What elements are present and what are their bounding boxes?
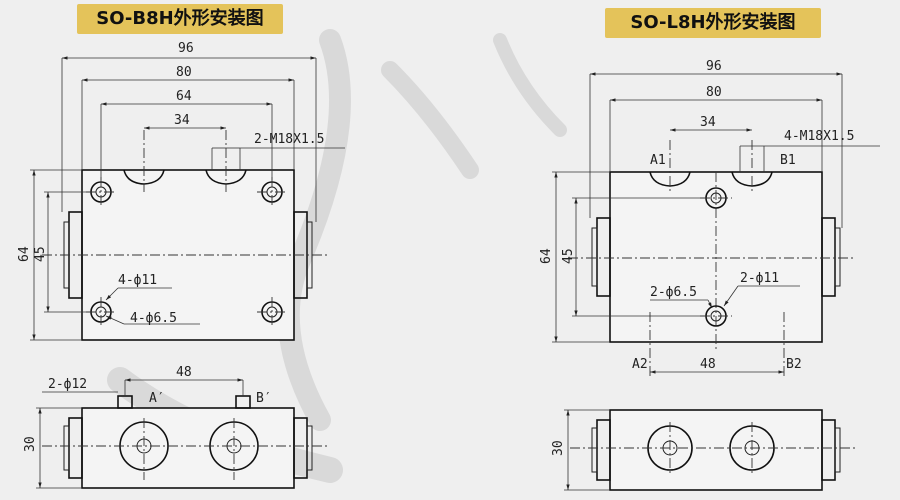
right-side-view: 30	[551, 409, 856, 491]
left-hole-small-label: 4-ф6.5	[130, 311, 177, 326]
left-side-port-a: A′	[149, 391, 165, 406]
right-dim-48: 48	[700, 357, 716, 372]
left-thread-label: 2-M18X1.5	[254, 132, 324, 147]
left-side-body	[81, 407, 295, 489]
right-dim-height-64: 64	[539, 248, 554, 264]
right-top-view: 96 80 34 4-M18X1.5 A1 B1 64 45 2-ф6.5 2-…	[539, 59, 880, 378]
right-hole-small-label: 2-ф6.5	[650, 285, 697, 300]
left-dim-height-64: 64	[17, 246, 32, 262]
right-side-body	[609, 409, 823, 491]
left-top-view: 96 80 64 34 2-M18X1.5 64 45 4-ф11	[17, 41, 345, 341]
left-dim-80: 80	[176, 65, 192, 80]
right-dim-96: 96	[706, 59, 722, 74]
left-side-view: 48 2-ф12 A′ B′ 30	[23, 365, 328, 489]
left-side-port-holes: 2-ф12	[48, 377, 87, 392]
left-dim-64: 64	[176, 89, 192, 104]
left-drawing-title: SO-B8H外形安装图	[77, 4, 283, 34]
left-side-dim-48: 48	[176, 365, 192, 380]
right-thread-label: 4-M18X1.5	[784, 129, 854, 144]
right-port-b1: B1	[780, 153, 796, 168]
right-dim-80: 80	[706, 85, 722, 100]
right-dim-34: 34	[700, 115, 716, 130]
right-drawing-title: SO-L8H外形安装图	[605, 8, 821, 38]
right-port-a1: A1	[650, 153, 666, 168]
left-side-dim-30: 30	[23, 436, 38, 452]
right-side-dim-30: 30	[551, 440, 566, 456]
left-dim-34: 34	[174, 113, 190, 128]
right-dim-height-45: 45	[561, 248, 576, 264]
left-dim-96: 96	[178, 41, 194, 56]
left-hole-large-label: 4-ф11	[118, 273, 157, 288]
left-dim-height-45: 45	[33, 246, 48, 262]
right-port-a2: A2	[632, 357, 648, 372]
right-port-b2: B2	[786, 357, 802, 372]
left-side-port-b: B′	[256, 391, 272, 406]
right-hole-large-label: 2-ф11	[740, 271, 779, 286]
